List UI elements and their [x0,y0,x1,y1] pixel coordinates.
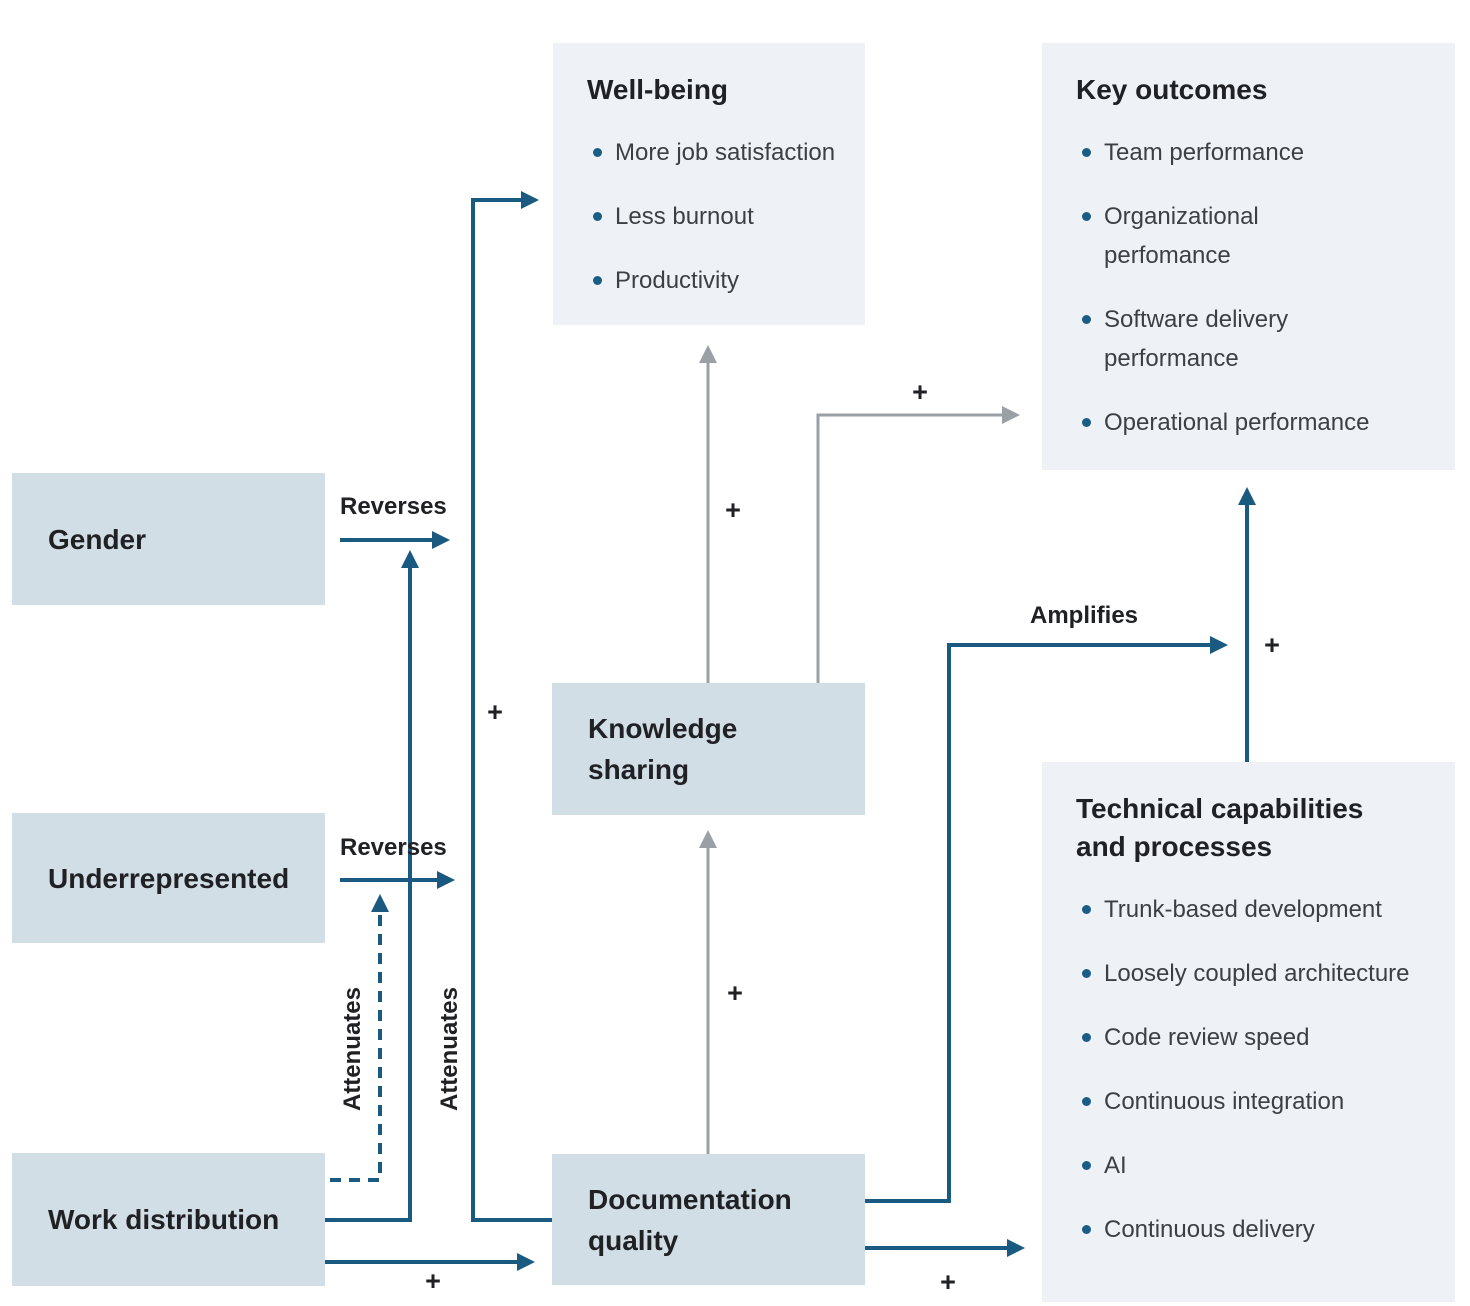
box-gender-label: Gender [48,523,147,555]
panel-technical-capabilities-title: Technical capabilities and processes [1076,793,1364,862]
list-item: Loosely coupled architecture [1076,954,1431,993]
list-item: More job satisfaction [587,133,841,172]
panel-well-being: Well-being More job satisfaction Less bu… [553,43,865,325]
label-reverses-underrepresented: Reverses [340,834,447,861]
plus-docquality-techcapabilities: + [940,1266,956,1297]
list-item: Organizational perfomance [1076,197,1431,275]
list-item: Continuous delivery [1076,1210,1431,1249]
box-knowledge-sharing: Knowledge sharing [552,683,865,815]
box-gender: Gender [12,473,325,605]
list-item: Trunk-based development [1076,890,1431,929]
box-documentation-quality: Documentation quality [552,1154,865,1285]
list-item: Team performance [1076,133,1431,172]
list-item: Less burnout [587,197,841,236]
box-work-distribution-label: Work distribution [48,1204,280,1235]
list-item: AI [1076,1146,1431,1185]
list-item: Software delivery performance [1076,300,1431,378]
list-item: Operational performance [1076,403,1431,442]
panel-well-being-title: Well-being [587,74,729,105]
label-attenuates-solid: Attenuates [436,986,463,1112]
label-amplifies: Amplifies [1030,602,1139,629]
plus-docquality-knowledgesharing: + [727,977,743,1008]
list-item: Code review speed [1076,1018,1431,1057]
box-underrepresented-label: Underrepresented [48,862,290,894]
edge-knowledgesharing-to-keyoutcomes [816,406,1020,683]
plus-techcapabilities-keyoutcomes: + [1264,629,1280,660]
edge-workdist-attenuates-gender [325,550,419,1222]
edge-docquality-amplifies [865,636,1228,1203]
box-knowledge-sharing-label: Knowledge sharing [588,713,738,785]
panel-technical-capabilities: Technical capabilities and processes Tru… [1042,762,1455,1302]
panel-well-being-list: More job satisfaction Less burnout Produ… [587,133,841,300]
box-documentation-quality-label: Documentation quality [588,1183,792,1256]
panel-key-outcomes: Key outcomes Team performance Organizati… [1042,43,1455,470]
box-work-distribution: Work distribution [12,1153,325,1286]
panel-key-outcomes-list: Team performance Organizational perfoman… [1076,133,1431,442]
list-item: Continuous integration [1076,1082,1431,1121]
label-reverses-gender: Reverses [340,493,447,520]
plus-knowledgesharing-keyoutcomes: + [912,376,928,407]
plus-knowledgesharing-wellbeing: + [725,494,741,525]
panel-key-outcomes-title: Key outcomes [1076,74,1268,105]
box-underrepresented: Underrepresented [12,813,325,943]
list-item: Productivity [587,261,841,300]
panel-technical-capabilities-list: Trunk-based development Loosely coupled … [1076,890,1431,1249]
label-attenuates-dashed: Attenuates [339,986,366,1112]
edge-workdist-attenuates-underrepresented-dashed [330,894,389,1182]
plus-workdist-docquality: + [425,1265,441,1296]
edge-docquality-to-wellbeing [471,191,552,1222]
plus-docquality-wellbeing: + [487,696,503,727]
